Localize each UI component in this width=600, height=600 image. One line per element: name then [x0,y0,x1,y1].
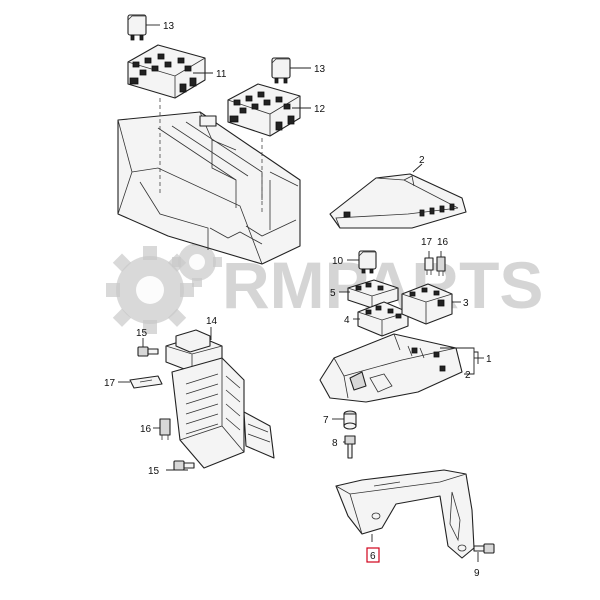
fuse-box-cover [329,173,467,229]
callout-3: 3 [463,298,469,309]
screw-15-lower [173,460,195,471]
callout-4: 4 [344,315,350,326]
screw-9 [473,543,495,554]
fuse-16-left [159,418,171,440]
callout-13-right: 13 [314,64,326,75]
callout-6-highlighted[interactable]: 6 [366,547,380,563]
relay-box-11 [127,44,206,99]
fuse-box-housing [319,333,463,403]
highlight-box [366,547,380,563]
fuse-17-left [129,375,163,389]
callout-2-housing: 2 [465,370,471,381]
callout-labels: 13 11 13 12 2 17 16 10 5 3 4 14 15 1 2 1… [104,21,492,579]
callout-10: 10 [332,256,344,267]
relay-13-top [127,14,147,41]
callout-16-right: 16 [437,237,449,248]
callout-11: 11 [216,69,227,80]
relay-box-12 [227,83,301,137]
watermark-logo: RMPARTS [106,237,543,334]
callout-8: 8 [332,438,338,449]
callout-5: 5 [330,288,336,299]
callout-6: 6 [370,551,376,562]
callout-2-cover: 2 [419,155,425,166]
watermark-gear-small-icon [172,237,222,287]
stud-8 [344,435,356,459]
callout-9: 9 [474,568,480,579]
callout-13-top: 13 [163,21,175,32]
relay-block-5 [347,279,399,309]
relay-13-right [271,57,291,84]
bushing-7 [343,410,357,430]
callout-1: 1 [486,354,492,365]
callout-7: 7 [323,415,329,426]
relay-block-4 [357,301,409,337]
callout-15-upper: 15 [136,328,148,339]
mounting-bracket [335,469,475,559]
callout-14: 14 [206,316,218,327]
callout-17-right: 17 [421,237,433,248]
relay-block-3 [401,283,453,325]
callout-16-left: 16 [140,424,152,435]
callout-15-lower: 15 [148,466,160,477]
relay-10 [358,250,377,274]
alignment-lines [159,98,263,214]
callout-17-left: 17 [104,378,116,389]
carrier-tray [117,111,301,265]
fuse-distribution-block [165,329,275,469]
leader-lines [118,24,484,562]
screw-15-upper [137,346,159,357]
callout-12: 12 [314,104,326,115]
